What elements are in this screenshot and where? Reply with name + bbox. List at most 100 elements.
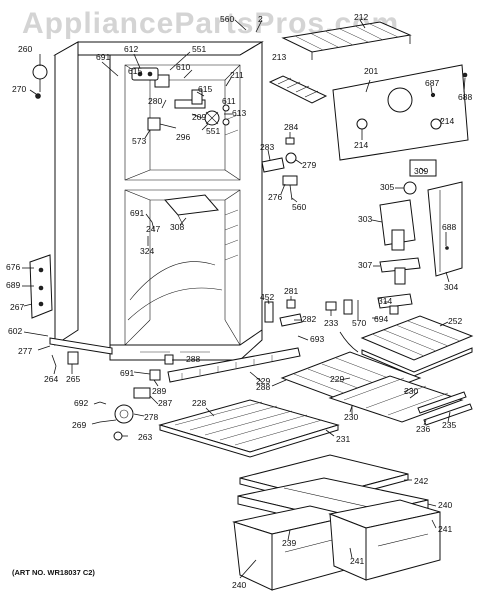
- callout-282: 282: [302, 314, 316, 324]
- grille-strip: [164, 347, 301, 383]
- control-housing: [427, 181, 463, 277]
- callout-230-left: 230: [344, 412, 358, 422]
- shelf-frame: [328, 375, 464, 423]
- callout-242: 242: [414, 476, 428, 486]
- callout-688-bottom: 688: [442, 222, 456, 232]
- callout-305: 305: [380, 182, 394, 192]
- callout-691: 691: [96, 52, 110, 62]
- shelf-slide-rails: [417, 391, 473, 426]
- callout-214-left: 214: [354, 140, 368, 150]
- callout-2: 2: [258, 14, 263, 24]
- drain-parts: [99, 369, 161, 441]
- callout-691-c: 691: [120, 368, 134, 378]
- callout-693: 693: [310, 334, 324, 344]
- callout-694: 694: [374, 314, 388, 324]
- callout-307: 307: [358, 260, 372, 270]
- defrost-thermostat: [131, 67, 159, 81]
- callout-551: 551: [192, 44, 206, 54]
- callout-324: 324: [140, 246, 154, 256]
- callout-241-left: 241: [350, 556, 364, 566]
- callout-287: 287: [158, 398, 172, 408]
- leveling-legs: [49, 337, 113, 367]
- callout-269: 269: [72, 420, 86, 430]
- ice-cube-tray: [268, 75, 328, 104]
- callout-213: 213: [272, 52, 286, 62]
- callout-288-top: 288: [186, 354, 200, 364]
- callout-209: 209: [192, 112, 206, 122]
- callout-288-bottom: 288: [256, 382, 270, 392]
- callout-263: 263: [138, 432, 152, 442]
- callout-303: 303: [358, 214, 372, 224]
- callout-289: 289: [152, 386, 166, 396]
- callout-687: 687: [425, 78, 439, 88]
- callout-283: 283: [260, 142, 274, 152]
- callout-201: 201: [364, 66, 378, 76]
- callout-551-b: 551: [206, 126, 220, 136]
- leader-lines: [22, 19, 466, 579]
- callout-613: 613: [232, 108, 246, 118]
- callout-231: 231: [336, 434, 350, 444]
- callout-241-right: 241: [438, 524, 452, 534]
- callout-452: 452: [260, 292, 274, 302]
- callout-688-top: 688: [458, 92, 472, 102]
- crisper-drawer-right: [328, 499, 441, 581]
- callout-212: 212: [354, 12, 368, 22]
- callout-573: 573: [132, 136, 146, 146]
- control-parts: [261, 137, 298, 201]
- callout-labels: 560 2 212 260 691 612 551 615 610 213 21…: [6, 12, 472, 590]
- callout-247: 247: [146, 224, 160, 234]
- freezer-air-duct: [164, 194, 219, 226]
- callout-304: 304: [444, 282, 458, 292]
- callout-233: 233: [324, 318, 338, 328]
- callout-240-right: 240: [438, 500, 452, 510]
- callout-296: 296: [176, 132, 190, 142]
- callout-691-b: 691: [130, 208, 144, 218]
- callout-309: 309: [414, 166, 428, 176]
- callout-252: 252: [448, 316, 462, 326]
- callout-278: 278: [144, 412, 158, 422]
- callout-560: 560: [220, 14, 234, 24]
- callout-265: 265: [66, 374, 80, 384]
- callout-277: 277: [18, 346, 32, 356]
- callout-308: 308: [170, 222, 184, 232]
- callout-612: 612: [124, 44, 138, 54]
- callout-610: 610: [176, 62, 190, 72]
- shelf-bracket: [379, 257, 421, 285]
- callout-615: 615: [128, 66, 142, 76]
- callout-240-left: 240: [232, 580, 246, 590]
- callout-229-main: 229: [256, 376, 270, 386]
- callout-689: 689: [6, 280, 20, 290]
- freezer-wire-shelf: [281, 21, 412, 60]
- callout-214-right: 214: [440, 116, 454, 126]
- refrigerator-cabinet: [53, 41, 264, 361]
- callout-276: 276: [268, 192, 282, 202]
- art-number: (ART NO. WR18037 C2): [12, 568, 95, 577]
- glass-shelf: [158, 399, 340, 458]
- fresh-food-wire-shelf: [360, 315, 474, 377]
- callout-560-b: 560: [292, 202, 306, 212]
- callout-602: 602: [8, 326, 22, 336]
- callout-264: 264: [44, 374, 58, 384]
- callout-235: 235: [442, 420, 456, 430]
- callout-267: 267: [10, 302, 24, 312]
- callout-280: 280: [148, 96, 162, 106]
- callout-229-right: 229: [330, 374, 344, 384]
- callout-284: 284: [284, 122, 298, 132]
- callout-239: 239: [282, 538, 296, 548]
- callout-279: 279: [302, 160, 316, 170]
- callout-270: 270: [12, 84, 26, 94]
- callout-570: 570: [352, 318, 366, 328]
- callout-615-b: 615: [198, 84, 212, 94]
- door-hinge: [29, 254, 53, 319]
- callout-236: 236: [416, 424, 430, 434]
- callout-281: 281: [284, 286, 298, 296]
- callout-211: 211: [230, 70, 244, 80]
- callout-228: 228: [192, 398, 206, 408]
- callout-260: 260: [18, 44, 32, 54]
- evaporator-fan-assembly: [147, 74, 230, 131]
- callout-611: 611: [222, 96, 236, 106]
- callout-676: 676: [6, 262, 20, 272]
- callout-692: 692: [74, 398, 88, 408]
- callout-230-right: 230: [404, 386, 418, 396]
